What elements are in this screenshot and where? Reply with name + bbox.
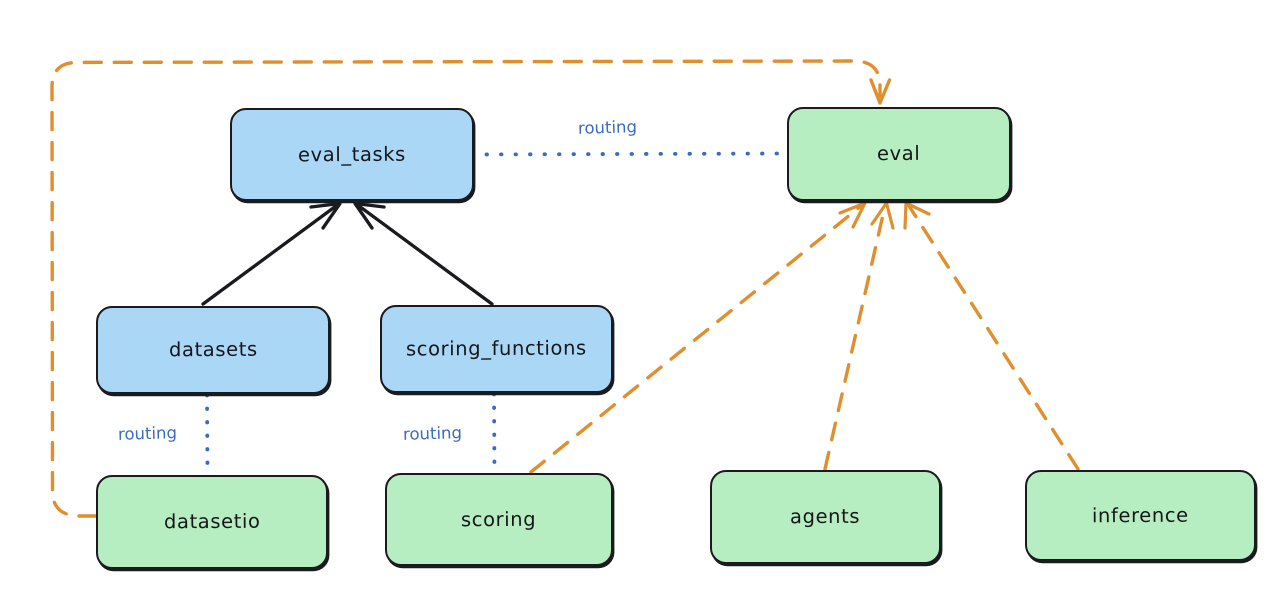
edge-label-routing-scoring-functions: routing [402, 423, 463, 444]
node-eval-tasks[interactable]: eval_tasks [230, 108, 474, 201]
node-label-eval: eval [877, 142, 921, 166]
edge-scoring-functions-to-eval-tasks [353, 201, 494, 306]
node-label-datasetio: datasetio [163, 509, 261, 534]
node-inference[interactable]: inference [1025, 470, 1256, 561]
node-datasets[interactable]: datasets [96, 306, 330, 394]
edge-label-routing-datasets: routing [117, 423, 178, 444]
node-eval[interactable]: eval [787, 107, 1011, 201]
node-label-scoring: scoring [461, 507, 537, 531]
edge-datasets-to-datasetio [205, 393, 210, 476]
edge-scoring-functions-to-scoring [492, 392, 497, 474]
edge-inference-to-eval [903, 201, 1080, 471]
node-label-eval-tasks: eval_tasks [297, 142, 407, 167]
edge-eval-tasks-to-eval [470, 151, 788, 157]
edge-agents-to-eval [823, 201, 895, 471]
node-scoring-functions[interactable]: scoring_functions [380, 305, 613, 393]
node-agents[interactable]: agents [710, 470, 941, 564]
node-label-datasets: datasets [168, 337, 258, 362]
node-label-inference: inference [1092, 503, 1189, 528]
node-label-scoring-functions: scoring_functions [406, 336, 587, 361]
edge-label-routing-eval: routing [577, 117, 638, 138]
node-datasetio[interactable]: datasetio [96, 475, 328, 569]
node-label-agents: agents [790, 505, 861, 529]
node-scoring[interactable]: scoring [385, 473, 613, 566]
edge-datasets-to-eval-tasks [201, 201, 342, 306]
